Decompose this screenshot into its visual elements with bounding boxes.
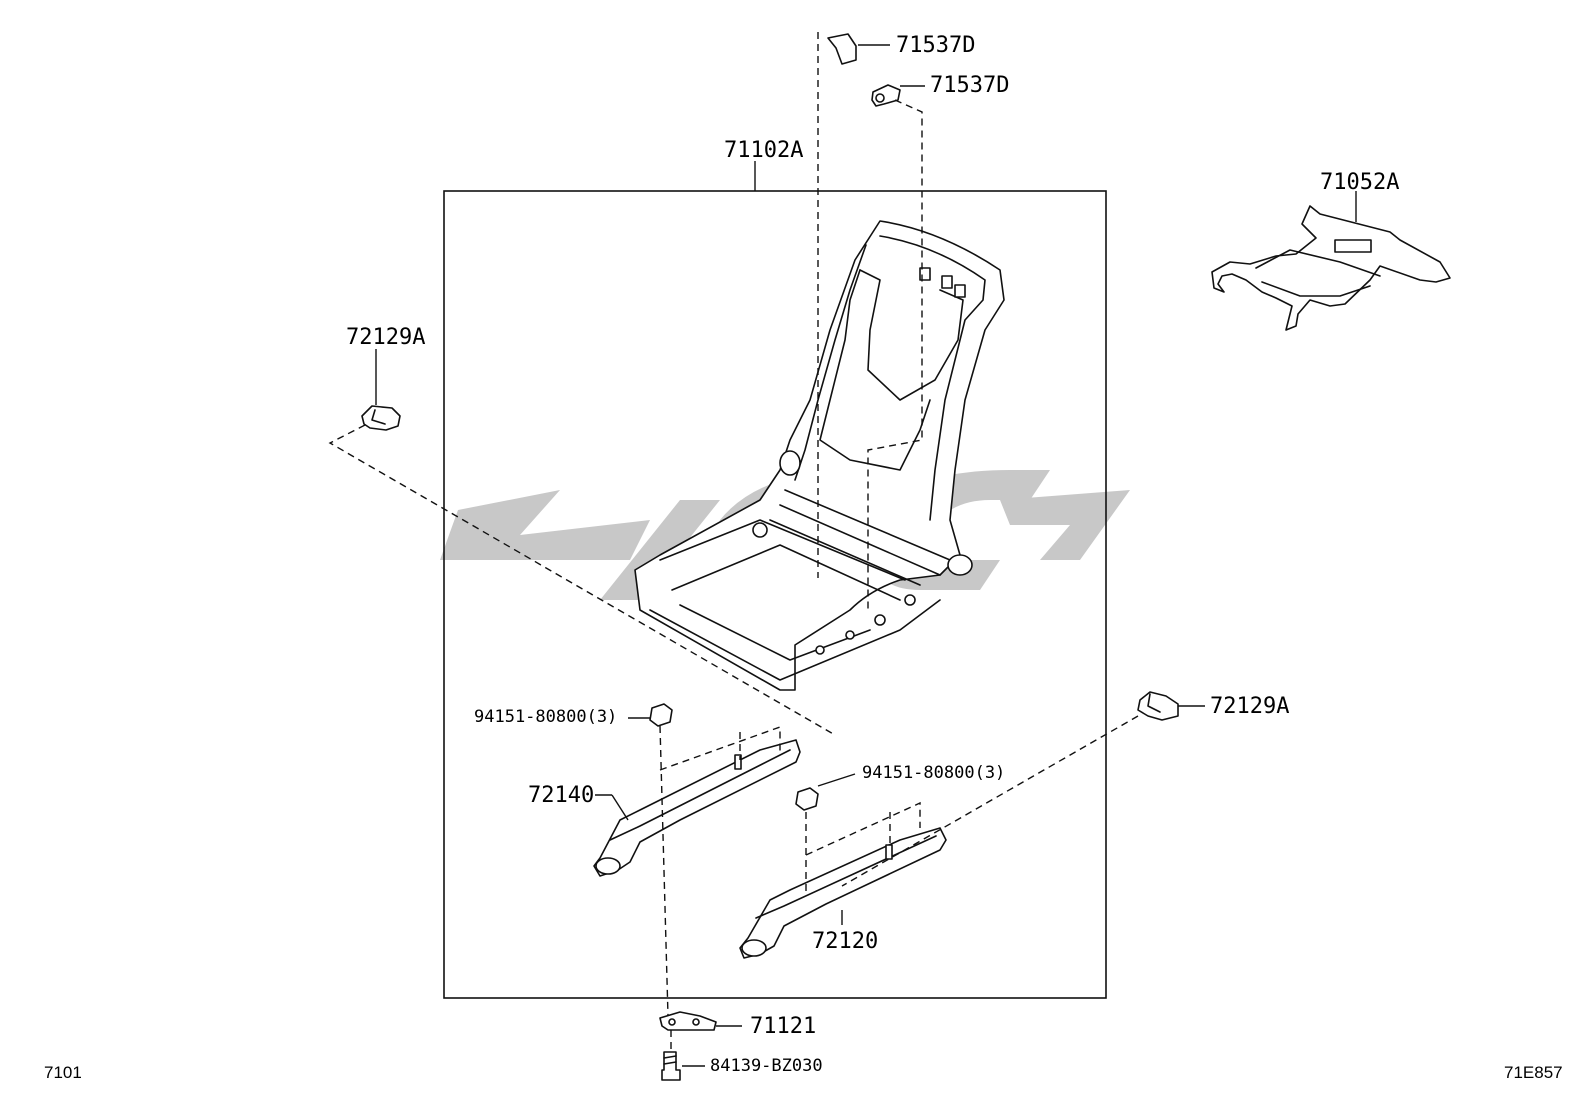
label-bracket: 71121 xyxy=(750,1014,816,1039)
label-seat-frame: 71102A xyxy=(724,138,803,163)
seat-frame-drawing xyxy=(634,220,1005,691)
screw-drawing xyxy=(661,1051,705,1081)
illustration-code: 71E857 xyxy=(1504,1063,1563,1082)
label-clip-upper: 71537D xyxy=(896,33,975,58)
label-screw: 84139-BZ030 xyxy=(710,1056,823,1076)
clip-71537D-upper-drawing xyxy=(827,33,890,65)
label-clip-lower: 71537D xyxy=(930,73,1009,98)
label-spring-assembly: 71052A xyxy=(1320,170,1399,195)
spring-assembly-drawing xyxy=(1211,191,1451,331)
assembly-dashed-lines xyxy=(328,32,1139,1052)
figure-number: 7101 xyxy=(44,1063,82,1082)
track-right-drawing xyxy=(739,827,947,959)
label-cover-right: 72129A xyxy=(1210,694,1289,719)
label-nut-right: 94151-80800(3) xyxy=(862,763,1005,783)
clip-71537D-lower-drawing xyxy=(871,84,925,107)
assembly-box xyxy=(443,190,1107,999)
label-cover-left: 72129A xyxy=(346,325,425,350)
nut-right-drawing xyxy=(795,773,856,811)
label-track-right: 72120 xyxy=(812,929,878,954)
cover-72129A-left-drawing xyxy=(361,349,401,431)
cover-72129A-right-drawing xyxy=(1137,691,1205,721)
bracket-drawing xyxy=(659,1011,742,1031)
nut-left-drawing xyxy=(628,703,673,727)
label-nut-left: 94151-80800(3) xyxy=(474,707,617,727)
label-track-left: 72140 xyxy=(528,783,594,808)
track-left-drawing xyxy=(593,739,801,877)
